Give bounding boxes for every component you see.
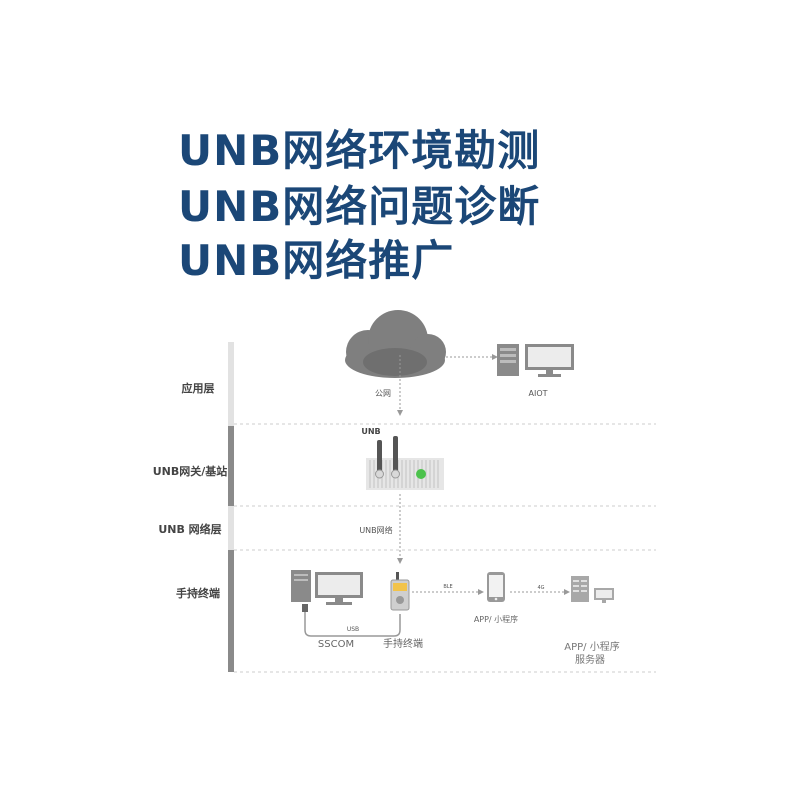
- aiot-label: AIOT: [528, 389, 547, 398]
- arrow-head-icon: [478, 589, 484, 595]
- layer-bar-handheld: [228, 550, 234, 672]
- handheld-label: 手持终端: [383, 637, 423, 650]
- layer-bar-network: [228, 506, 234, 550]
- usb-plug-icon: [302, 604, 308, 612]
- arrow-head-icon: [397, 558, 403, 564]
- server-tower-icon: [497, 344, 519, 376]
- status-led-icon: [416, 469, 426, 479]
- layer-label-handheld: 手持终端: [176, 586, 220, 600]
- layer-separators: [234, 423, 656, 673]
- phone-icon: [487, 572, 505, 602]
- headline-promotion: UNB网络推广: [178, 236, 455, 285]
- pc-monitor-icon: [315, 572, 363, 605]
- layer-bar-app: [228, 342, 234, 426]
- layer-bar-gateway: [228, 426, 234, 506]
- arrow-head-icon: [492, 354, 498, 360]
- usb-cable: [304, 610, 401, 637]
- app-server-monitor-icon: [594, 588, 614, 603]
- app-server-label-line2: 服务器: [575, 653, 605, 666]
- cloud-icon: [345, 310, 446, 378]
- ble-label: BLE: [443, 584, 452, 590]
- arrow-head-icon: [397, 410, 403, 416]
- arrow-head-icon: [564, 589, 570, 595]
- layer-label-app: 应用层: [182, 381, 215, 395]
- unb-device-label: UNB: [361, 427, 380, 436]
- sscom-label: SSCOM: [318, 639, 354, 650]
- fourg-label: 4G: [537, 585, 544, 591]
- public-net-label: 公网: [375, 389, 391, 398]
- antenna-icon: [375, 436, 400, 479]
- handheld-terminal-icon: [390, 572, 410, 611]
- headline-diagnosis: UNB网络问题诊断: [178, 182, 541, 231]
- app-server-label-line1: APP/ 小程序: [564, 640, 619, 653]
- usb-label: USB: [347, 626, 359, 633]
- monitor-icon: [525, 344, 574, 377]
- unb-network-label: UNB网络: [359, 525, 392, 535]
- app-mini-label: APP/ 小程序: [474, 614, 518, 624]
- headline-survey: UNB网络环境勘测: [178, 126, 541, 175]
- pc-tower-icon: [291, 570, 311, 602]
- layer-label-gateway: UNB网关/基站: [153, 464, 228, 478]
- app-server-icon: [571, 576, 589, 602]
- layer-label-network: UNB 网络层: [158, 522, 221, 536]
